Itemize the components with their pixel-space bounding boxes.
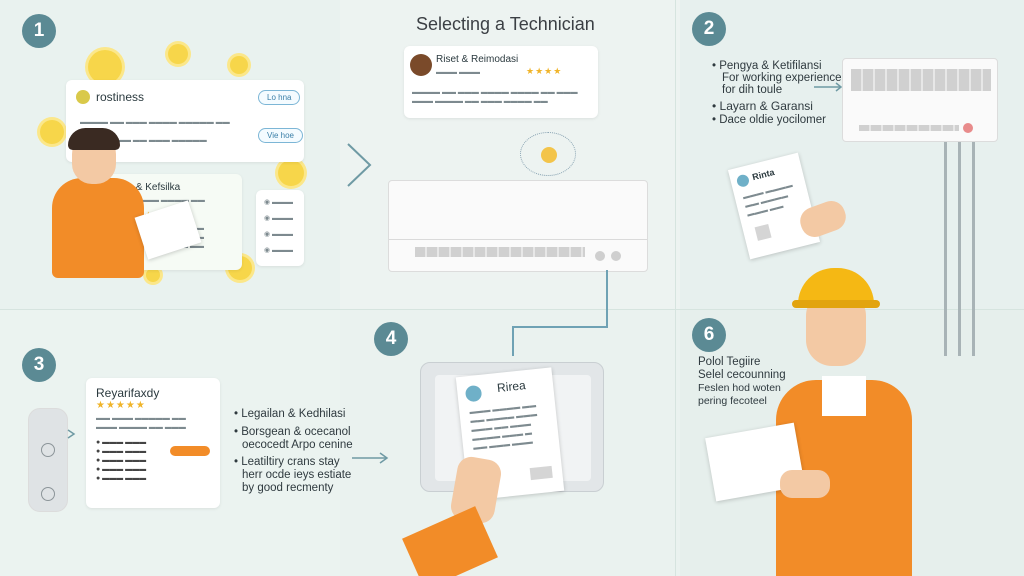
search-button[interactable]: Lo hna	[258, 90, 301, 105]
sun-icon	[168, 44, 188, 64]
document-title: Rirea	[496, 378, 527, 396]
search-card-title: rostiness	[96, 90, 145, 104]
connector-line	[512, 326, 608, 328]
logo-icon	[76, 90, 90, 104]
air-conditioner-unit	[842, 58, 998, 142]
ac-vent	[415, 247, 585, 257]
step-badge-2: 2	[692, 12, 726, 46]
sun-icon	[278, 160, 304, 186]
panel6-line-2: Selel cecounning	[698, 369, 786, 381]
badge-button[interactable]	[170, 446, 210, 456]
page-title: Selecting a Technician	[416, 14, 595, 34]
panel3-bullet-2: • Borsgean & ocecanol	[234, 426, 351, 438]
view-button[interactable]: Vie hoe	[258, 128, 303, 143]
profile-card-title: Ristia & Kefsilka	[108, 182, 181, 193]
step-badge-1: 1	[22, 14, 56, 48]
technician-shirt	[822, 376, 866, 416]
ac-indicator-icon	[963, 123, 973, 133]
review-card: Riset & Reimodasi ★★★★ ▬▬▬ ▬▬▬ ▬▬▬▬ ▬▬ ▬…	[404, 46, 598, 118]
chevron-right-icon	[347, 143, 372, 187]
person-hair	[68, 128, 120, 150]
document-title: Rinta	[751, 167, 776, 183]
bullet-1-title: • Pengya & Ketifilansi	[712, 60, 822, 72]
panel3-bullet-3b: herr ocde ieys estiate	[242, 469, 352, 481]
arrow-right-icon	[814, 82, 843, 92]
bullet-2-title: • Layarn & Garansi	[712, 99, 813, 113]
person-body	[52, 178, 144, 278]
pipe	[972, 142, 975, 356]
ac-vent	[859, 125, 959, 131]
sun-icon	[88, 50, 122, 84]
step-badge-6: 6	[692, 318, 726, 352]
panel3-bullet-1: • Legailan & Kedhilasi	[234, 408, 346, 420]
step-badge-4: 4	[374, 322, 408, 356]
bullet-1-sub: For working experience	[722, 72, 842, 84]
chevron-right-icon	[67, 429, 76, 439]
panel3-bullet-3: • Leatiltiry crans stay	[234, 456, 340, 468]
avatar	[410, 54, 432, 76]
ac-button-icon	[595, 251, 605, 261]
bullet-2-sub: • Dace oldie yocilomer	[712, 114, 826, 126]
divider-vertical	[675, 0, 676, 576]
panel-2	[680, 0, 1024, 310]
rating-card-title: Reyarifaxdy	[96, 386, 160, 400]
rating-stars: ★★★★★	[96, 400, 146, 411]
air-conditioner-unit	[388, 180, 648, 272]
reviewer-name: Riset & Reimodasi	[436, 54, 519, 65]
pipe	[944, 142, 947, 356]
ac-button-icon	[611, 251, 621, 261]
sun-icon	[146, 268, 160, 282]
pipe	[958, 142, 961, 356]
connector-line	[606, 270, 608, 328]
panel6-line-3: Feslen hod woten	[698, 382, 781, 394]
arrow-right-icon	[352, 452, 389, 464]
panel3-bullet-2b: oecocedt Arpo cenine	[242, 439, 353, 451]
step-badge-3: 3	[22, 348, 56, 382]
panel6-line-4: pering fecoteel	[698, 395, 767, 407]
badge-emblem-icon	[520, 132, 576, 176]
menu-list: ◉ ▬▬▬ ◉ ▬▬▬ ◉ ▬▬▬ ◉ ▬▬▬	[256, 190, 304, 266]
ac-vent	[851, 69, 991, 91]
sun-icon	[40, 120, 64, 144]
connector-line	[512, 326, 514, 356]
bullet-1-sub: for dih toule	[722, 84, 783, 96]
sun-icon	[230, 56, 248, 74]
divider-horizontal	[0, 309, 1024, 310]
hand	[780, 470, 830, 498]
remote-thermostat	[28, 408, 68, 512]
rating-stars: ★★★★	[526, 66, 563, 76]
panel3-bullet-3c: by good recmenty	[242, 482, 334, 494]
panel6-line-1: Polol Tegiire	[698, 356, 761, 368]
rating-card: Reyarifaxdy ★★★★★ ▬▬ ▬▬▬ ▬▬▬▬▬ ▬▬▬▬▬ ▬▬▬…	[86, 378, 220, 508]
